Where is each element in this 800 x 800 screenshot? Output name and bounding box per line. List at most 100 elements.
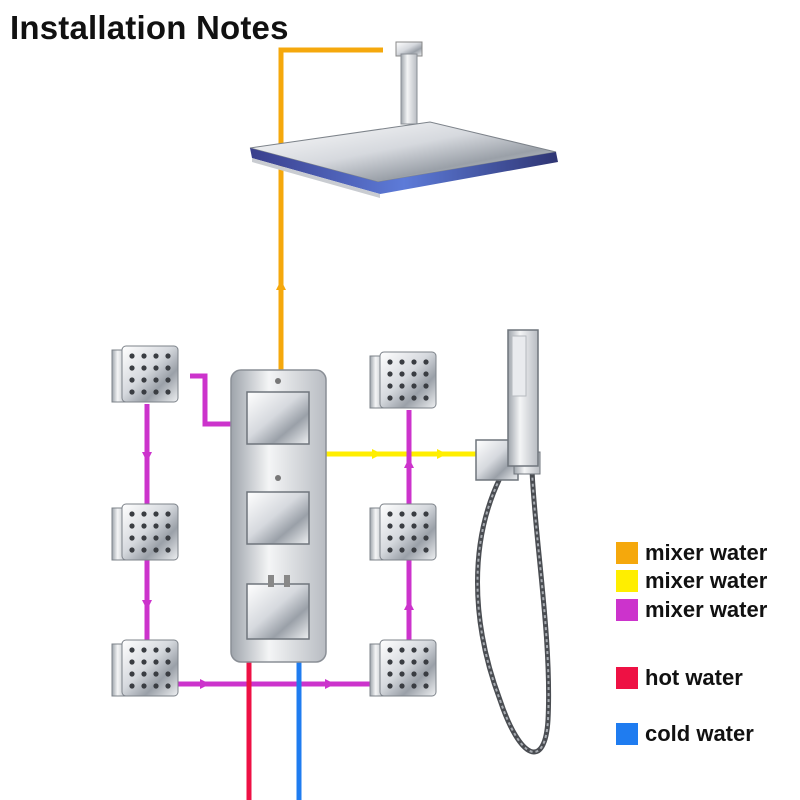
handheld-face — [511, 335, 527, 397]
jet-nozzle — [153, 377, 159, 383]
flow-arrow-yellow-2 — [437, 449, 447, 459]
flow-arrow-magenta-2 — [142, 600, 152, 610]
jet-nozzle — [399, 359, 405, 365]
legend-label: cold water — [645, 721, 754, 746]
jet-nozzle — [129, 547, 135, 553]
jet-nozzle — [153, 683, 159, 689]
jet-nozzle — [423, 395, 429, 401]
body-jets-group — [111, 345, 437, 697]
jet-nozzle — [399, 659, 405, 665]
jet-nozzle — [387, 547, 393, 553]
legend-label: hot water — [645, 665, 743, 690]
valve-handle-middle[interactable] — [246, 491, 310, 545]
jet-nozzle — [141, 377, 147, 383]
jet-nozzle — [165, 547, 171, 553]
jet-nozzle — [153, 647, 159, 653]
jet-nozzle — [423, 383, 429, 389]
flow-arrow-magenta-3 — [200, 679, 210, 689]
jet-nozzle — [399, 683, 405, 689]
valve-handle-bottom[interactable] — [246, 583, 310, 640]
jet-face — [121, 639, 179, 697]
jet-nozzle — [423, 523, 429, 529]
handheld-shower — [475, 329, 552, 755]
legend-swatch — [616, 723, 638, 745]
page-title: Installation Notes — [10, 9, 289, 46]
jet-nozzle — [387, 523, 393, 529]
flow-arrow-magenta-1 — [142, 452, 152, 462]
jet-face — [121, 503, 179, 561]
legend-swatch — [616, 542, 638, 564]
temp-knob-left — [268, 575, 274, 587]
jet-nozzle — [153, 353, 159, 359]
body-jet — [369, 639, 437, 697]
jet-nozzle — [153, 659, 159, 665]
jet-nozzle — [423, 511, 429, 517]
jet-nozzle — [411, 671, 417, 677]
legend: mixer water mixer water mixer water hot … — [616, 0, 800, 800]
jet-nozzle — [411, 511, 417, 517]
jet-nozzle — [129, 353, 135, 359]
jet-nozzle — [387, 371, 393, 377]
jet-nozzle — [399, 671, 405, 677]
valve-dial-mark-top — [275, 378, 281, 384]
legend-swatch — [616, 667, 638, 689]
valve-dial-mark-middle — [275, 475, 281, 481]
jet-nozzle — [165, 365, 171, 371]
jet-nozzle — [165, 659, 171, 665]
jet-nozzle — [129, 647, 135, 653]
jet-nozzle — [153, 547, 159, 553]
jet-nozzle — [141, 647, 147, 653]
jet-nozzle — [423, 659, 429, 665]
jet-nozzle — [165, 511, 171, 517]
jet-nozzle — [387, 683, 393, 689]
jet-face — [379, 351, 437, 409]
flow-arrow-orange — [276, 280, 286, 290]
jet-face — [121, 345, 179, 403]
jet-nozzle — [399, 383, 405, 389]
jet-nozzle — [141, 511, 147, 517]
jet-nozzle — [165, 389, 171, 395]
legend-label: mixer water — [645, 568, 768, 593]
jet-nozzle — [387, 383, 393, 389]
jet-nozzle — [387, 535, 393, 541]
flow-arrow-magenta-6 — [404, 600, 414, 610]
jet-nozzle — [153, 389, 159, 395]
shower-hose — [475, 469, 552, 755]
flow-arrow-yellow-1 — [372, 449, 382, 459]
jet-nozzle — [423, 683, 429, 689]
jet-nozzle — [411, 683, 417, 689]
jet-nozzle — [387, 647, 393, 653]
body-jet — [111, 345, 179, 403]
thermostatic-valve — [230, 369, 327, 663]
jet-nozzle — [165, 535, 171, 541]
jet-nozzle — [141, 523, 147, 529]
body-jet — [369, 351, 437, 409]
jet-nozzle — [165, 377, 171, 383]
jet-nozzle — [141, 671, 147, 677]
legend-label: mixer water — [645, 597, 768, 622]
jet-nozzle — [141, 683, 147, 689]
jet-nozzle — [411, 395, 417, 401]
jet-nozzle — [411, 383, 417, 389]
jet-nozzle — [387, 395, 393, 401]
jet-nozzle — [165, 671, 171, 677]
jet-nozzle — [129, 377, 135, 383]
jet-nozzle — [411, 647, 417, 653]
valve-handle-top[interactable] — [246, 391, 310, 445]
jet-nozzle — [129, 365, 135, 371]
legend-item-mixer-magenta: mixer water — [616, 597, 767, 623]
jet-nozzle — [141, 389, 147, 395]
jet-nozzle — [153, 671, 159, 677]
jet-nozzle — [423, 371, 429, 377]
jet-nozzle — [129, 683, 135, 689]
jet-nozzle — [423, 359, 429, 365]
jet-nozzle — [129, 523, 135, 529]
legend-label: mixer water — [645, 540, 768, 565]
rain-shower-head — [249, 41, 558, 198]
jet-nozzle — [141, 353, 147, 359]
jet-nozzle — [387, 671, 393, 677]
flow-arrow-magenta-5 — [404, 458, 414, 468]
jet-face — [379, 639, 437, 697]
jet-nozzle — [399, 511, 405, 517]
jet-nozzle — [165, 523, 171, 529]
